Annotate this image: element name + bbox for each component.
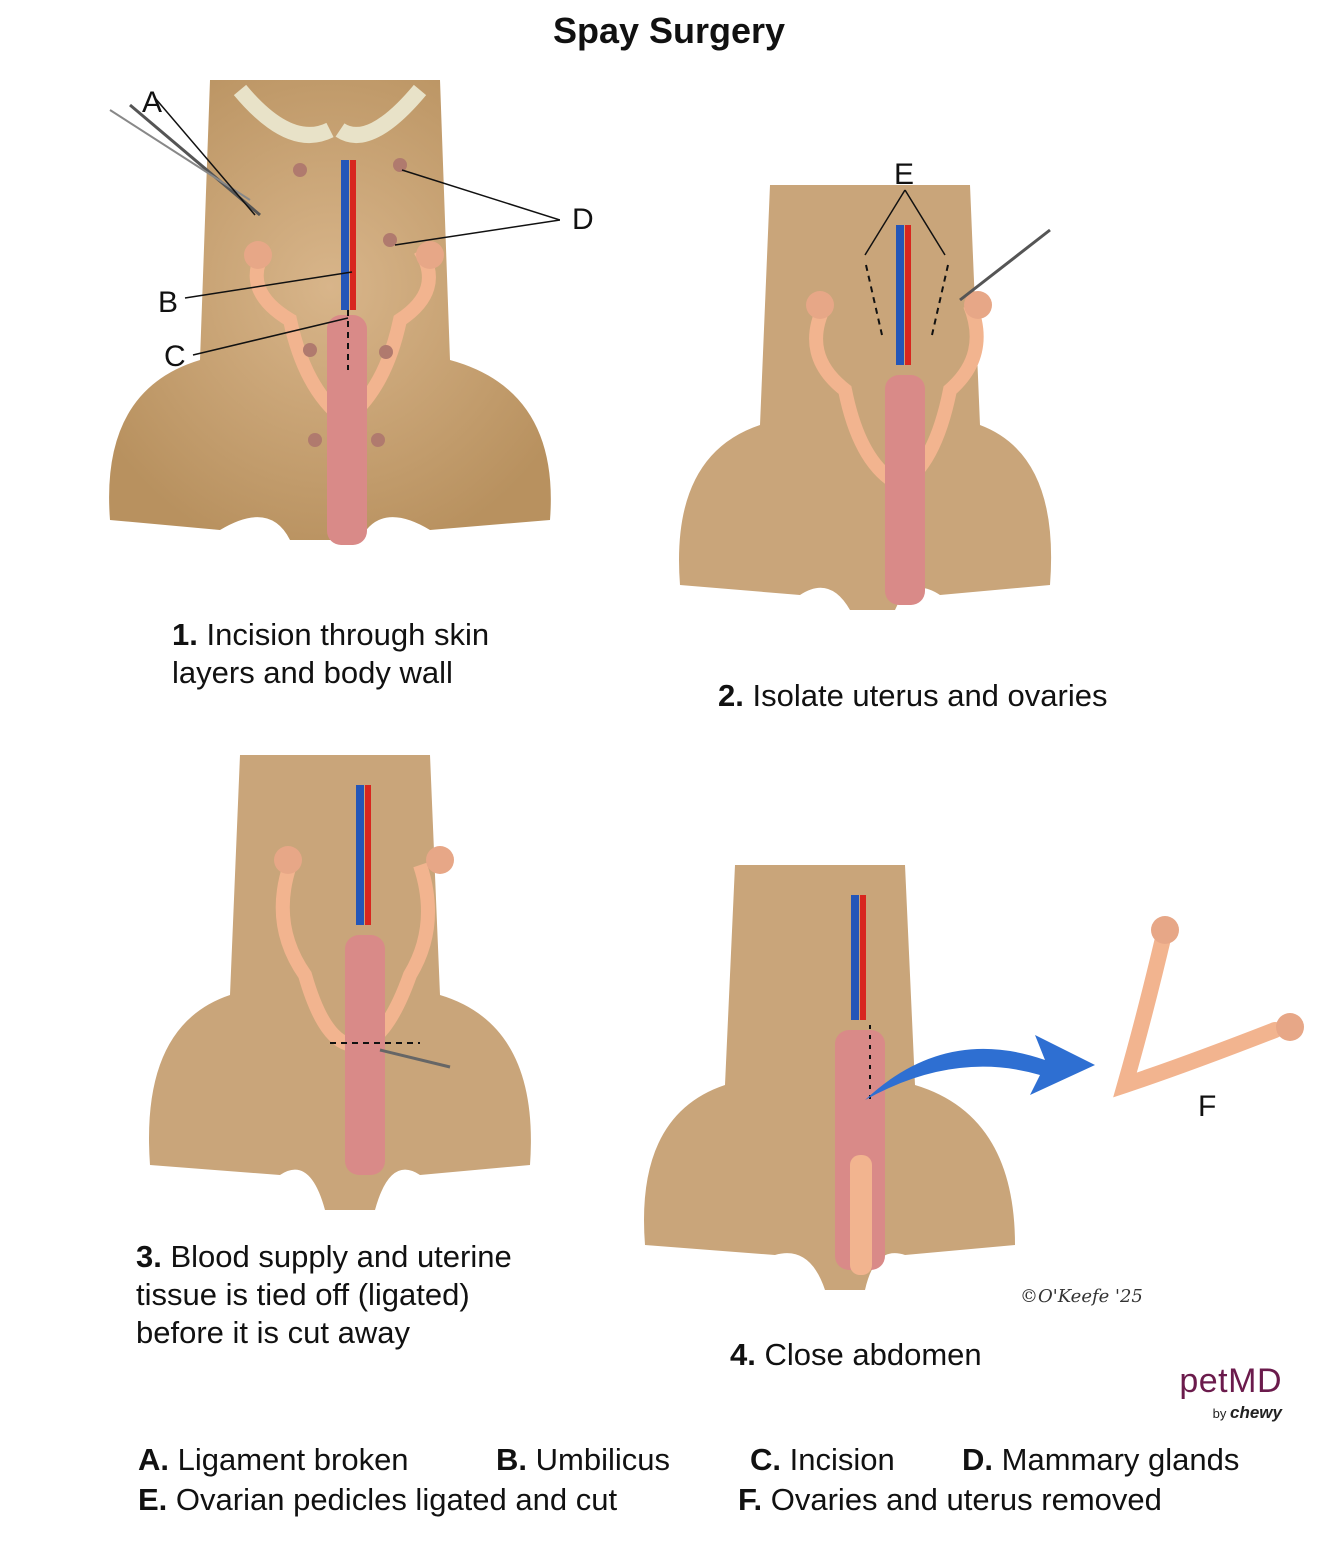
brand-logo: petMD by chewy xyxy=(1179,1362,1282,1423)
panel-step-4 xyxy=(625,855,1325,1295)
artist-signature: ©O'Keefe '25 xyxy=(1020,1286,1143,1307)
label-b: B xyxy=(158,286,178,320)
step-2-number: 2. xyxy=(718,678,744,713)
caption-step-4: 4. Close abdomen xyxy=(730,1336,982,1374)
step-3-text-line1: Blood supply and uterine xyxy=(170,1239,511,1274)
step-3-text-line2: tissue is tied off (ligated) xyxy=(136,1277,470,1312)
page-title: Spay Surgery xyxy=(0,10,1338,52)
step-1-number: 1. xyxy=(172,617,198,652)
brand-by: by chewy xyxy=(1179,1403,1282,1423)
panel-step-2 xyxy=(660,175,1060,615)
label-d: D xyxy=(572,203,594,237)
caption-step-1: 1. Incision through skin layers and body… xyxy=(172,616,489,692)
brand-parent: chewy xyxy=(1230,1403,1282,1422)
legend-item-a: A. Ligament broken xyxy=(138,1440,409,1480)
illustration-step-3 xyxy=(130,745,550,1215)
illustration-step-4 xyxy=(625,855,1325,1295)
caption-step-3: 3. Blood supply and uterine tissue is ti… xyxy=(136,1238,512,1352)
legend-item-e: E. Ovarian pedicles ligated and cut xyxy=(138,1480,617,1520)
removed-organs xyxy=(1125,930,1275,1085)
step-1-text-line2: layers and body wall xyxy=(172,655,453,690)
label-c: C xyxy=(164,340,186,374)
caption-step-2: 2. Isolate uterus and ovaries xyxy=(718,677,1107,715)
legend-item-b: B. Umbilicus xyxy=(496,1440,670,1480)
brand-name: petMD xyxy=(1179,1362,1282,1401)
label-a: A xyxy=(142,86,162,120)
step-4-text-line1: Close abdomen xyxy=(764,1337,981,1372)
step-3-number: 3. xyxy=(136,1239,162,1274)
legend-item-f: F. Ovaries and uterus removed xyxy=(738,1480,1162,1520)
illustration-step-2 xyxy=(660,175,1060,615)
legend-item-d: D. Mammary glands xyxy=(962,1440,1239,1480)
label-e: E xyxy=(894,158,914,192)
step-3-text-line3: before it is cut away xyxy=(136,1315,410,1350)
step-4-number: 4. xyxy=(730,1337,756,1372)
step-2-text-line1: Isolate uterus and ovaries xyxy=(752,678,1107,713)
panel-step-3 xyxy=(130,745,550,1215)
step-1-text-line1: Incision through skin xyxy=(206,617,489,652)
legend-item-c: C. Incision xyxy=(750,1440,895,1480)
label-f: F xyxy=(1198,1090,1216,1124)
